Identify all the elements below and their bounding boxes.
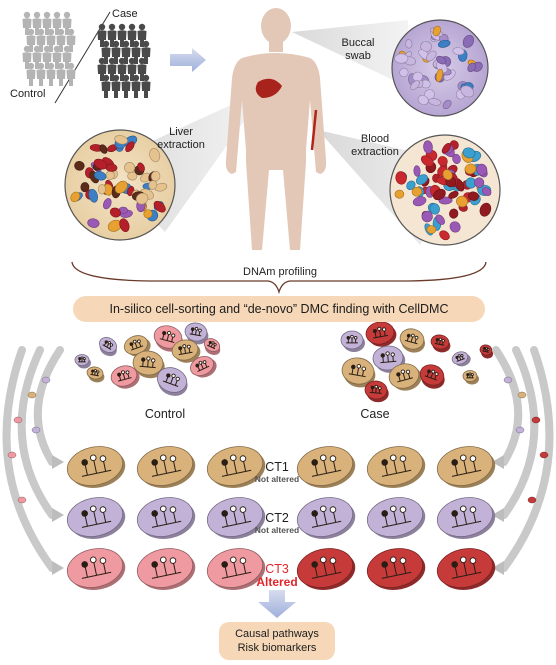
buccal-label-2: swab <box>345 50 371 62</box>
case-crowd-icon <box>97 23 151 98</box>
ct3-status: Altered <box>256 575 298 589</box>
sorted-cell-ct2-control-3 <box>206 497 266 539</box>
blood-vessel-icon <box>310 109 318 151</box>
control-mixed-cells <box>74 322 221 396</box>
liver-organ-icon <box>255 78 282 98</box>
sorted-cell-ct3-control-3 <box>206 548 266 590</box>
profiling-label: DNAm profiling <box>243 266 317 278</box>
blood-cells <box>394 140 492 241</box>
liver-label-1: Liver <box>169 126 193 138</box>
buccal-label-1: Buccal <box>341 37 375 49</box>
control-crowd-label: Control <box>10 88 46 100</box>
sorted-cell-ct1-case-2 <box>366 446 426 488</box>
output-box: Causal pathways Risk biomarkers <box>219 622 335 660</box>
control-group-label: Control <box>144 407 186 421</box>
profiling-brace <box>71 261 487 295</box>
sorted-cell-ct1-control-3 <box>206 446 266 488</box>
sorted-cell-ct1-case-3 <box>436 446 496 488</box>
ct1-label: CT1 <box>265 460 289 474</box>
ct3-label: CT3 <box>265 562 289 576</box>
sorted-cell-ct3-case-2 <box>366 548 426 590</box>
case-mixed-cells <box>340 321 494 403</box>
human-body-icon <box>225 8 327 250</box>
buccal-cells <box>394 25 483 110</box>
blood-label-1: Blood <box>360 133 390 145</box>
sorted-cell-ct1-control-1 <box>66 446 126 488</box>
ct1-status: Not altered <box>254 474 300 484</box>
sample-arrow-icon <box>170 48 206 72</box>
blood-label-2: extraction <box>351 146 399 158</box>
celldmc-banner: In-silico cell-sorting and “de-novo” DMC… <box>73 296 485 322</box>
sorted-cell-ct3-case-1 <box>296 548 356 590</box>
sorted-cell-ct2-control-2 <box>136 497 196 539</box>
blood-tissue-circle <box>389 134 501 246</box>
sorted-cell-ct3-control-1 <box>66 548 126 590</box>
ct2-status: Not altered <box>254 525 300 535</box>
output-arrow-icon <box>258 590 296 618</box>
sorted-cell-ct2-case-3 <box>436 497 496 539</box>
sorted-cell-ct2-case-2 <box>366 497 426 539</box>
sorted-cell-ct3-case-3 <box>436 548 496 590</box>
liver-cells <box>70 135 168 233</box>
sorted-cell-ct1-case-1 <box>296 446 356 488</box>
output-line-1: Causal pathways <box>235 628 319 640</box>
sorted-cell-ct2-control-1 <box>66 497 126 539</box>
sorting-arrows <box>2 346 554 575</box>
ct2-label: CT2 <box>265 511 289 525</box>
sorted-cell-ct2-case-1 <box>296 497 356 539</box>
output-line-2: Risk biomarkers <box>237 642 317 654</box>
case-crowd-label: Case <box>112 8 138 20</box>
liver-label-2: extraction <box>157 139 205 151</box>
sorted-cell-ct3-control-2 <box>136 548 196 590</box>
buccal-zoom-cone <box>292 20 410 88</box>
case-group-label: Case <box>360 407 390 421</box>
control-crowd-icon <box>22 11 76 86</box>
sorted-cells-grid <box>66 446 496 590</box>
sorted-cell-ct1-control-2 <box>136 446 196 488</box>
